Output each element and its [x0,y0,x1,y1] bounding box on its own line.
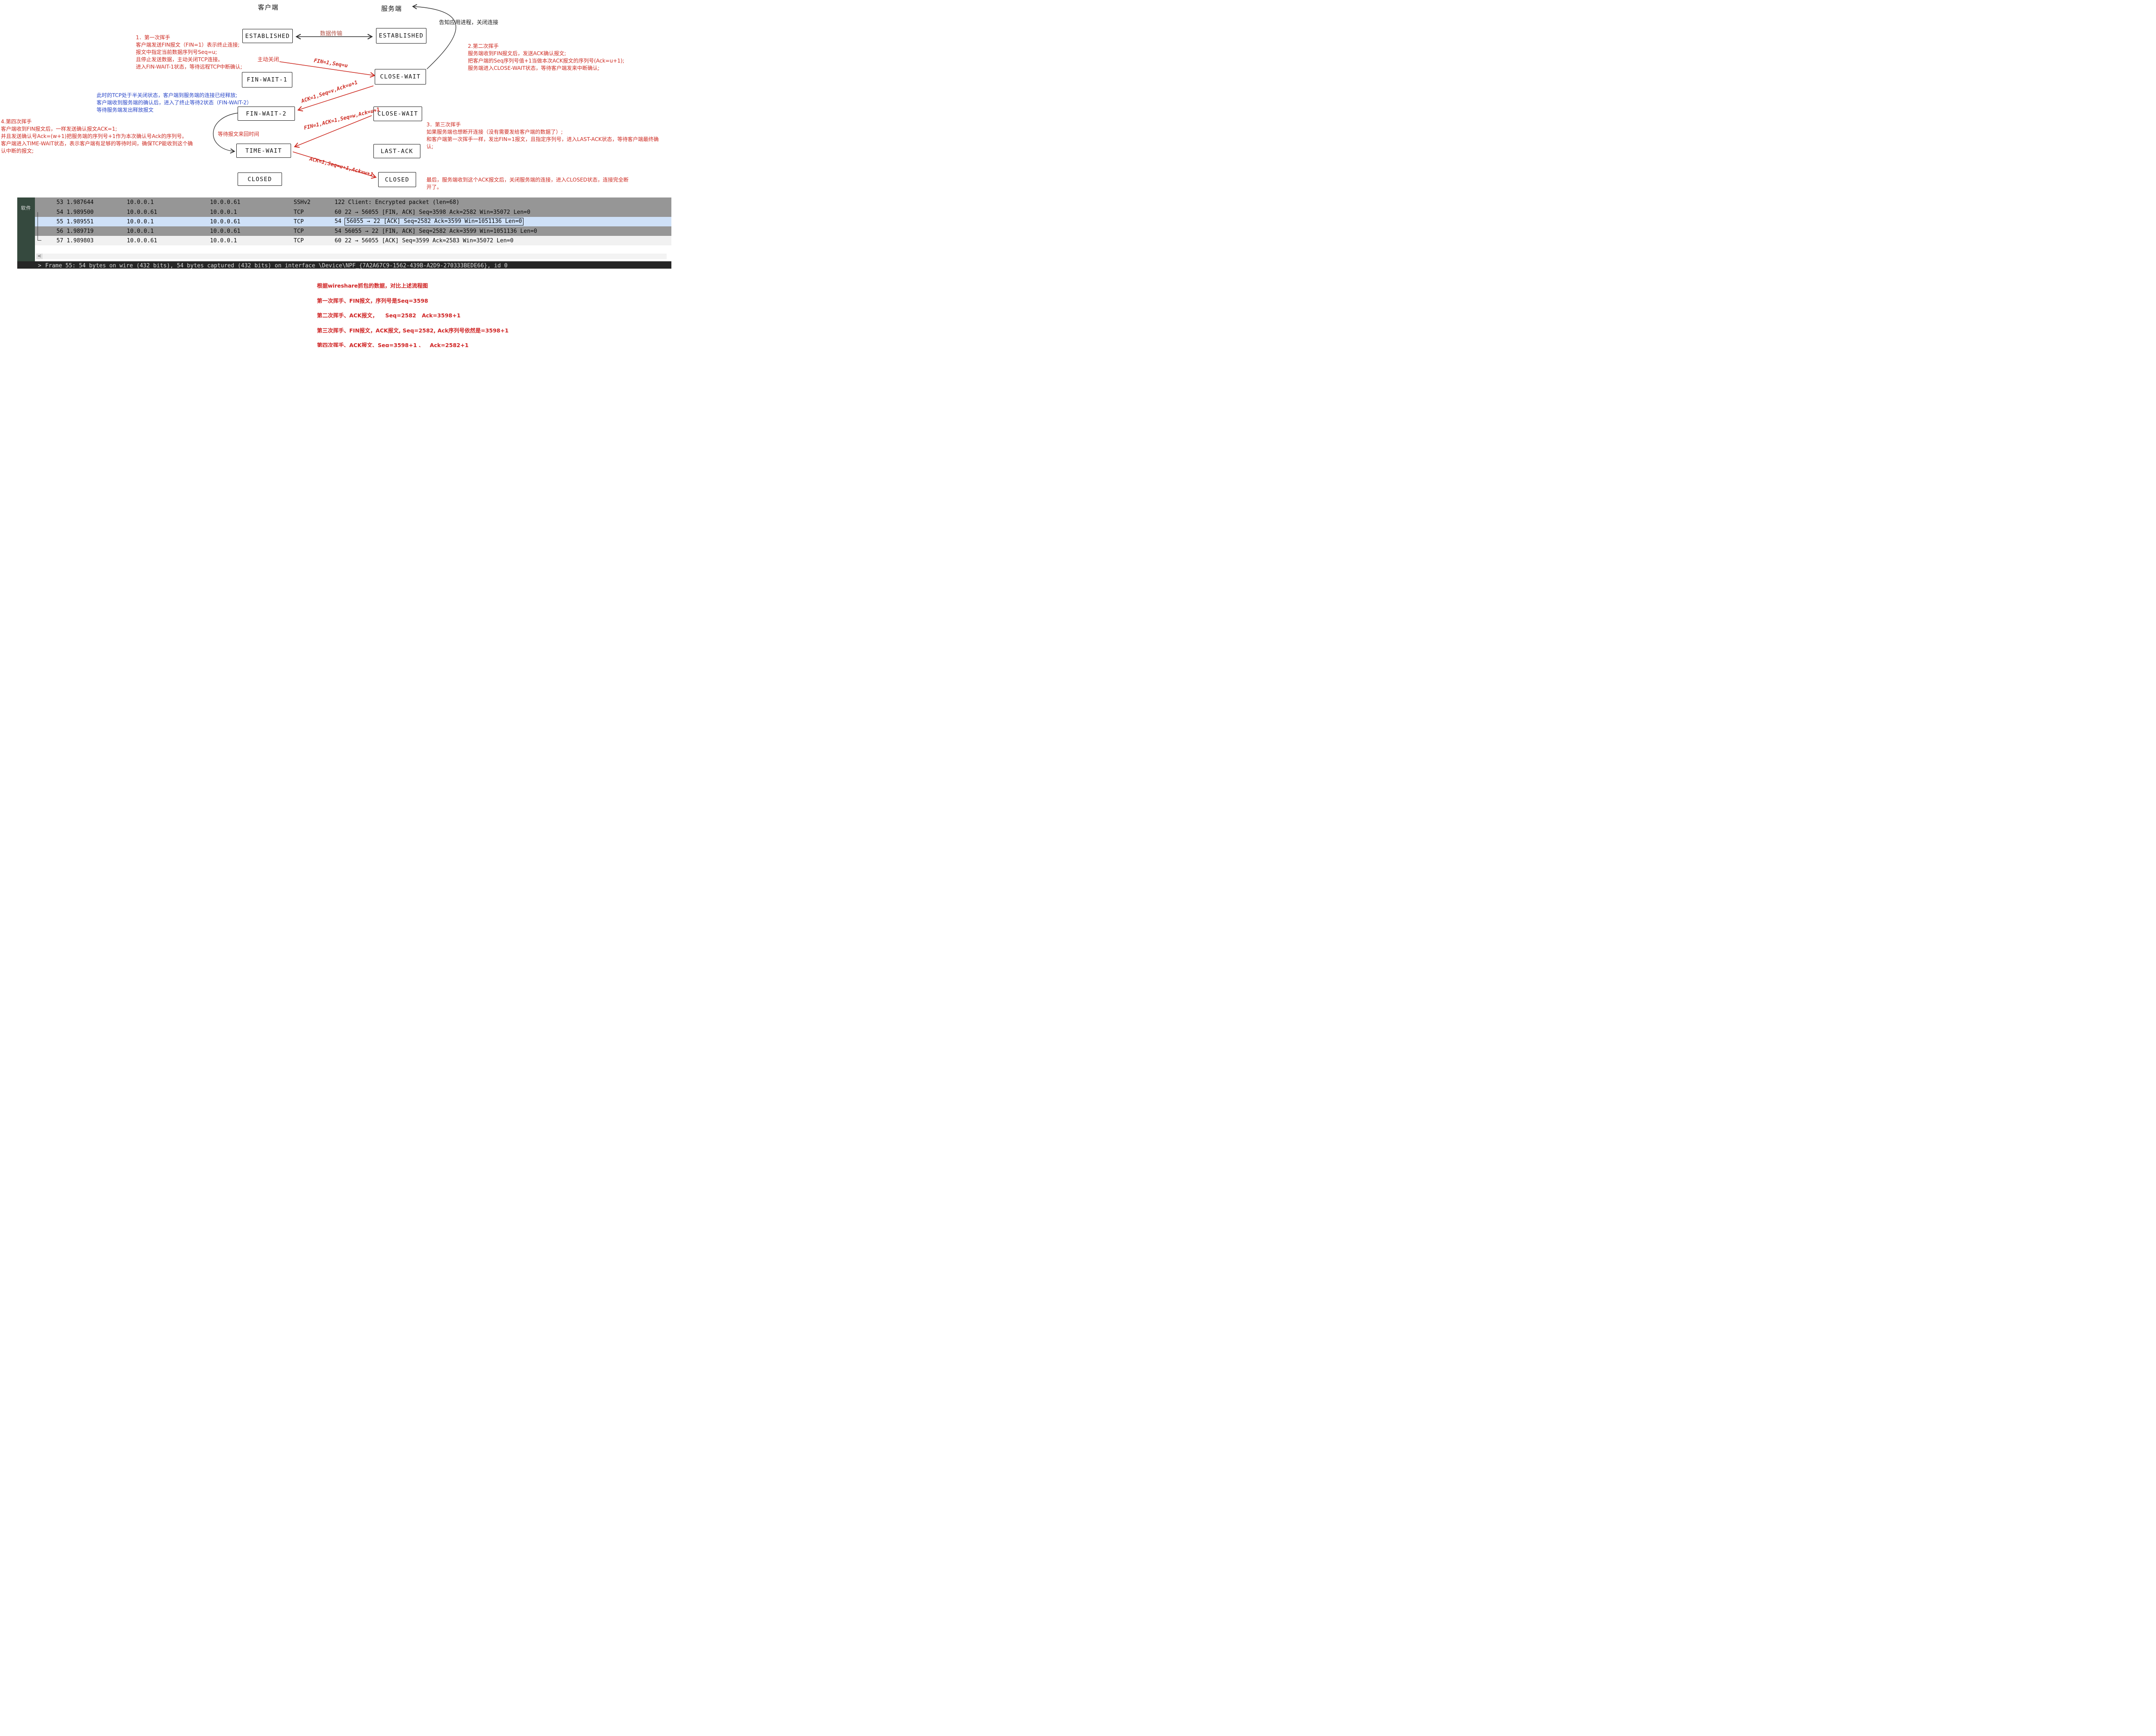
state-box-server-last-ack: LAST-ACK [373,144,420,158]
wireshark-panel: 软件 53 1.987644 10.0.0.1 10.0.0.61 SSHv2 … [17,197,671,269]
packet-protocol: TCP [294,209,304,216]
packet-no-time: 53 1.987644 [56,199,94,206]
packet-row-54[interactable]: 54 1.989500 10.0.0.61 10.0.0.1 TCP 60 22… [35,207,671,217]
packet-info: 54 56055 → 22 [FIN, ACK] Seq=2582 Ack=35… [335,228,537,235]
packet-info-prefix: 54 [335,218,345,225]
client-column-label: 客户端 [258,3,279,11]
state-box-client-time-wait: TIME-WAIT [236,144,291,158]
frame-detail-text: Frame 55: 54 bytes on wire (432 bits), 5… [45,263,508,269]
state-box-server-close-wait-1: CLOSE-WAIT [375,69,426,85]
state-box-server-closed: CLOSED [378,172,416,187]
frame-detail-row[interactable]: > Frame 55: 54 bytes on wire (432 bits), … [17,261,671,269]
expand-arrow-icon[interactable]: > [38,263,41,269]
note-step3: 3．第三次挥手 如果服务端也想断开连接（没有需要发给客户端的数据了）; 和客户端… [426,122,659,150]
packet-protocol: TCP [294,228,304,235]
packet-source: 10.0.0.61 [127,209,157,216]
state-box-client-established: ESTABLISHED [242,29,293,43]
note-step2: 2.第二次挥手 服务端收到FIN报文后，发送ACK确认报文; 把客户端的Seq序… [468,43,624,71]
state-box-server-close-wait-2: CLOSE-WAIT [373,107,422,121]
packet-no-time: 54 1.989500 [56,209,94,216]
packet-info-highlight-box: 56055 → 22 [ACK] Seq=2582 Ack=3599 Win=1… [345,218,524,226]
fin1-label: FIN=1,Seq=u [313,57,348,69]
wireshark-sidebar: 软件 [17,197,35,261]
packet-no-time: 55 1.989551 [56,218,94,225]
packet-row-53[interactable]: 53 1.987644 10.0.0.1 10.0.0.61 SSHv2 122… [35,197,671,207]
server-column-label: 服务端 [381,5,402,13]
packet-info: 60 22 → 56055 [FIN, ACK] Seq=3598 Ack=25… [335,209,530,216]
note-half-close: 此时的TCP处于半关闭状态，客户端到服务端的连接已经释放; 客户端收到服务端的确… [97,92,252,113]
packet-destination: 10.0.0.1 [210,237,237,244]
analysis-line-3: 第二次挥手、ACK报文， Seq=2582 Ack=3598+1 [317,312,461,319]
packet-info: 60 22 → 56055 [ACK] Seq=3599 Ack=2583 Wi… [335,237,514,244]
state-box-client-fin-wait-2: FIN-WAIT-2 [238,107,295,121]
ack1-label: ACK=1,Seq=v,Ack=u+1 [300,79,359,104]
analysis-line-4: 第三次挥手、FIN报文，ACK报文, Seq=2582, Ack序列号依然是=3… [317,327,509,334]
active-close-label: 主动关闭 [257,56,279,63]
note-closed: 最后，服务端收到这个ACK报文后，关闭服务端的连接，进入CLOSED状态，连接完… [426,177,629,190]
packet-no-time: 57 1.989803 [56,237,94,244]
packet-row-55[interactable]: 55 1.989551 10.0.0.1 10.0.0.61 TCP 54 56… [35,217,671,226]
scroll-left-button[interactable]: < [36,254,43,259]
packet-protocol: SSHv2 [294,199,311,206]
state-box-client-closed: CLOSED [238,172,282,186]
packet-info: 54 56055 → 22 [ACK] Seq=2582 Ack=3599 Wi… [335,218,671,226]
packet-destination: 10.0.0.61 [210,218,241,225]
packet-source: 10.0.0.1 [127,228,154,235]
packet-source: 10.0.0.1 [127,218,154,225]
server-close-note: 告知应用进程，关闭连接 [439,19,498,25]
packet-source: 10.0.0.1 [127,199,154,206]
note-step4: 4.第四次挥手 客户端收到FIN报文后，一样发送确认报文ACK=1; 并且发送确… [1,119,193,154]
packet-row-56[interactable]: 56 1.989719 10.0.0.1 10.0.0.61 TCP 54 56… [35,226,671,236]
analysis-line-1: 根据wireshare抓包的数据，对比上述流程图 [317,282,428,289]
packet-destination: 10.0.0.61 [210,199,241,206]
page: 客户端 服务端 告知应用进程，关闭连接 ESTABLISHED FIN-WAIT… [0,0,687,347]
packet-protocol: TCP [294,237,304,244]
state-box-client-fin-wait-1: FIN-WAIT-1 [242,72,292,88]
capture-analysis-notes: 根据wireshare抓包的数据，对比上述流程图 第一次挥手、FIN报文，序列号… [317,281,508,347]
horizontal-scrollbar[interactable]: < [36,254,667,259]
related-packets-bracket [38,212,41,241]
data-transfer-label: 数据传输 [320,31,343,37]
fin2-label: FIN=1,ACK=1,Seq=w,Ack=u+1 [303,106,380,131]
analysis-line-2: 第一次挥手、FIN报文，序列号是Seq=3598 [317,297,428,304]
packet-protocol: TCP [294,218,304,225]
packet-destination: 10.0.0.61 [210,228,241,235]
packet-info: 122 Client: Encrypted packet (len=68) [335,199,460,206]
packet-source: 10.0.0.61 [127,237,157,244]
packet-row-57[interactable]: 57 1.989803 10.0.0.61 10.0.0.1 TCP 60 22… [35,236,671,245]
wait-roundtrip-label: 等待报文来回时间 [218,131,260,137]
packet-list: 53 1.987644 10.0.0.1 10.0.0.61 SSHv2 122… [35,197,671,245]
packet-no-time: 56 1.989719 [56,228,94,235]
analysis-line-5: 第四次挥手、ACK报文、Seq=3598+1 、 Ack=2582+1 [317,342,469,347]
packet-destination: 10.0.0.1 [210,209,237,216]
state-box-server-established: ESTABLISHED [376,28,426,44]
note-step1: 1．第一次挥手 客户端发送FIN报文（FIN=1）表示终止连接; 报文中指定当前… [136,34,242,70]
ack2-label: ACK=1,Seq=u+1,Ack=w+1 [309,156,374,178]
